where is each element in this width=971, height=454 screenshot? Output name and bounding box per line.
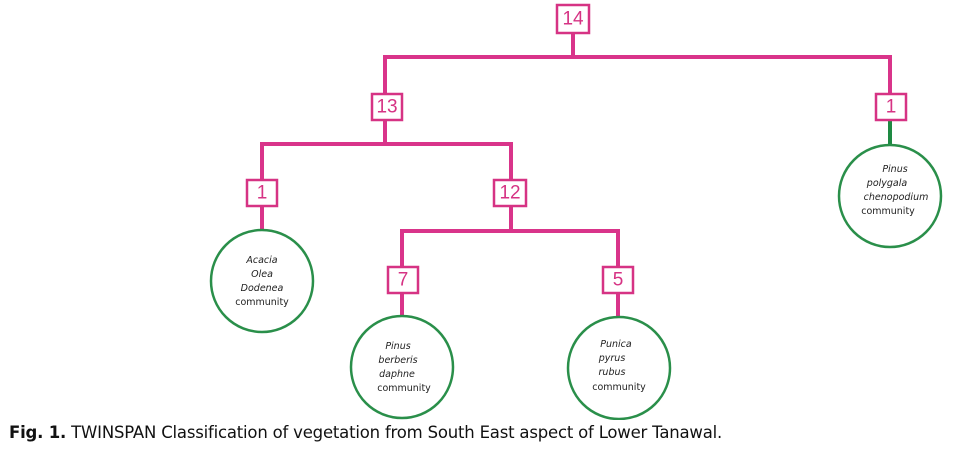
division-box (555, 3, 591, 35)
figure-label: Fig. 1. (9, 423, 67, 442)
division-node-14: 14 (555, 3, 591, 35)
community-pinus-berberis-daphne: Pinus berberis daphne community (349, 314, 455, 420)
species-name: chenopodium (864, 192, 929, 203)
community-label: community (861, 206, 915, 217)
species-name: polygala (866, 178, 908, 189)
caption-text: TWINSPAN Classification of vegetation fr… (66, 423, 723, 442)
community-pinus-polygala-chenopodium: Pinus polygala chenopodium community (837, 143, 943, 249)
edge-14-split (383, 55, 892, 94)
community-label: community (592, 382, 646, 393)
division-box (601, 265, 635, 295)
division-count: 12 (499, 183, 520, 204)
community-circle (209, 228, 315, 334)
division-box (386, 265, 420, 295)
twinspan-dendrogram: 14 13 1 1 12 7 5 Acacia Olea Dodenea com… (209, 3, 943, 420)
division-count: 13 (376, 97, 397, 118)
edge-13-split (260, 142, 513, 180)
division-edges (260, 32, 892, 319)
division-box (874, 92, 908, 122)
species-name: Acacia (245, 255, 277, 266)
community-circle (837, 143, 943, 249)
division-box (492, 178, 528, 208)
species-name: Pinus (882, 164, 907, 175)
species-name: pyrus (598, 353, 626, 364)
community-label: community (235, 297, 289, 308)
community-circle (566, 315, 672, 420)
community-circle (349, 314, 455, 420)
division-node-7: 7 (386, 265, 420, 295)
figure-caption: Fig. 1. TWINSPAN Classification of veget… (9, 423, 722, 442)
community-acacia-olea-dodenea: Acacia Olea Dodenea community (209, 228, 315, 334)
division-node-13: 13 (370, 92, 404, 122)
division-count: 1 (257, 183, 268, 204)
edge-12-split (400, 229, 620, 267)
community-label: community (377, 383, 431, 394)
species-name: Olea (251, 269, 273, 280)
division-node-5: 5 (601, 265, 635, 295)
division-node-1-left: 1 (245, 178, 279, 208)
species-name: daphne (379, 369, 415, 380)
division-box (245, 178, 279, 208)
species-name: Pinus (385, 341, 410, 352)
division-count: 1 (886, 97, 897, 118)
division-count: 5 (613, 270, 624, 291)
species-name: Dodenea (241, 283, 284, 294)
division-box (370, 92, 404, 122)
species-name: Punica (600, 339, 632, 350)
community-punica-pyrus-rubus: Punica pyrus rubus community (566, 315, 672, 420)
division-node-1-right: 1 (874, 92, 908, 122)
species-name: berberis (378, 355, 417, 366)
division-node-12: 12 (492, 178, 528, 208)
division-count: 14 (562, 9, 584, 30)
division-count: 7 (398, 270, 409, 291)
species-name: rubus (599, 367, 626, 378)
